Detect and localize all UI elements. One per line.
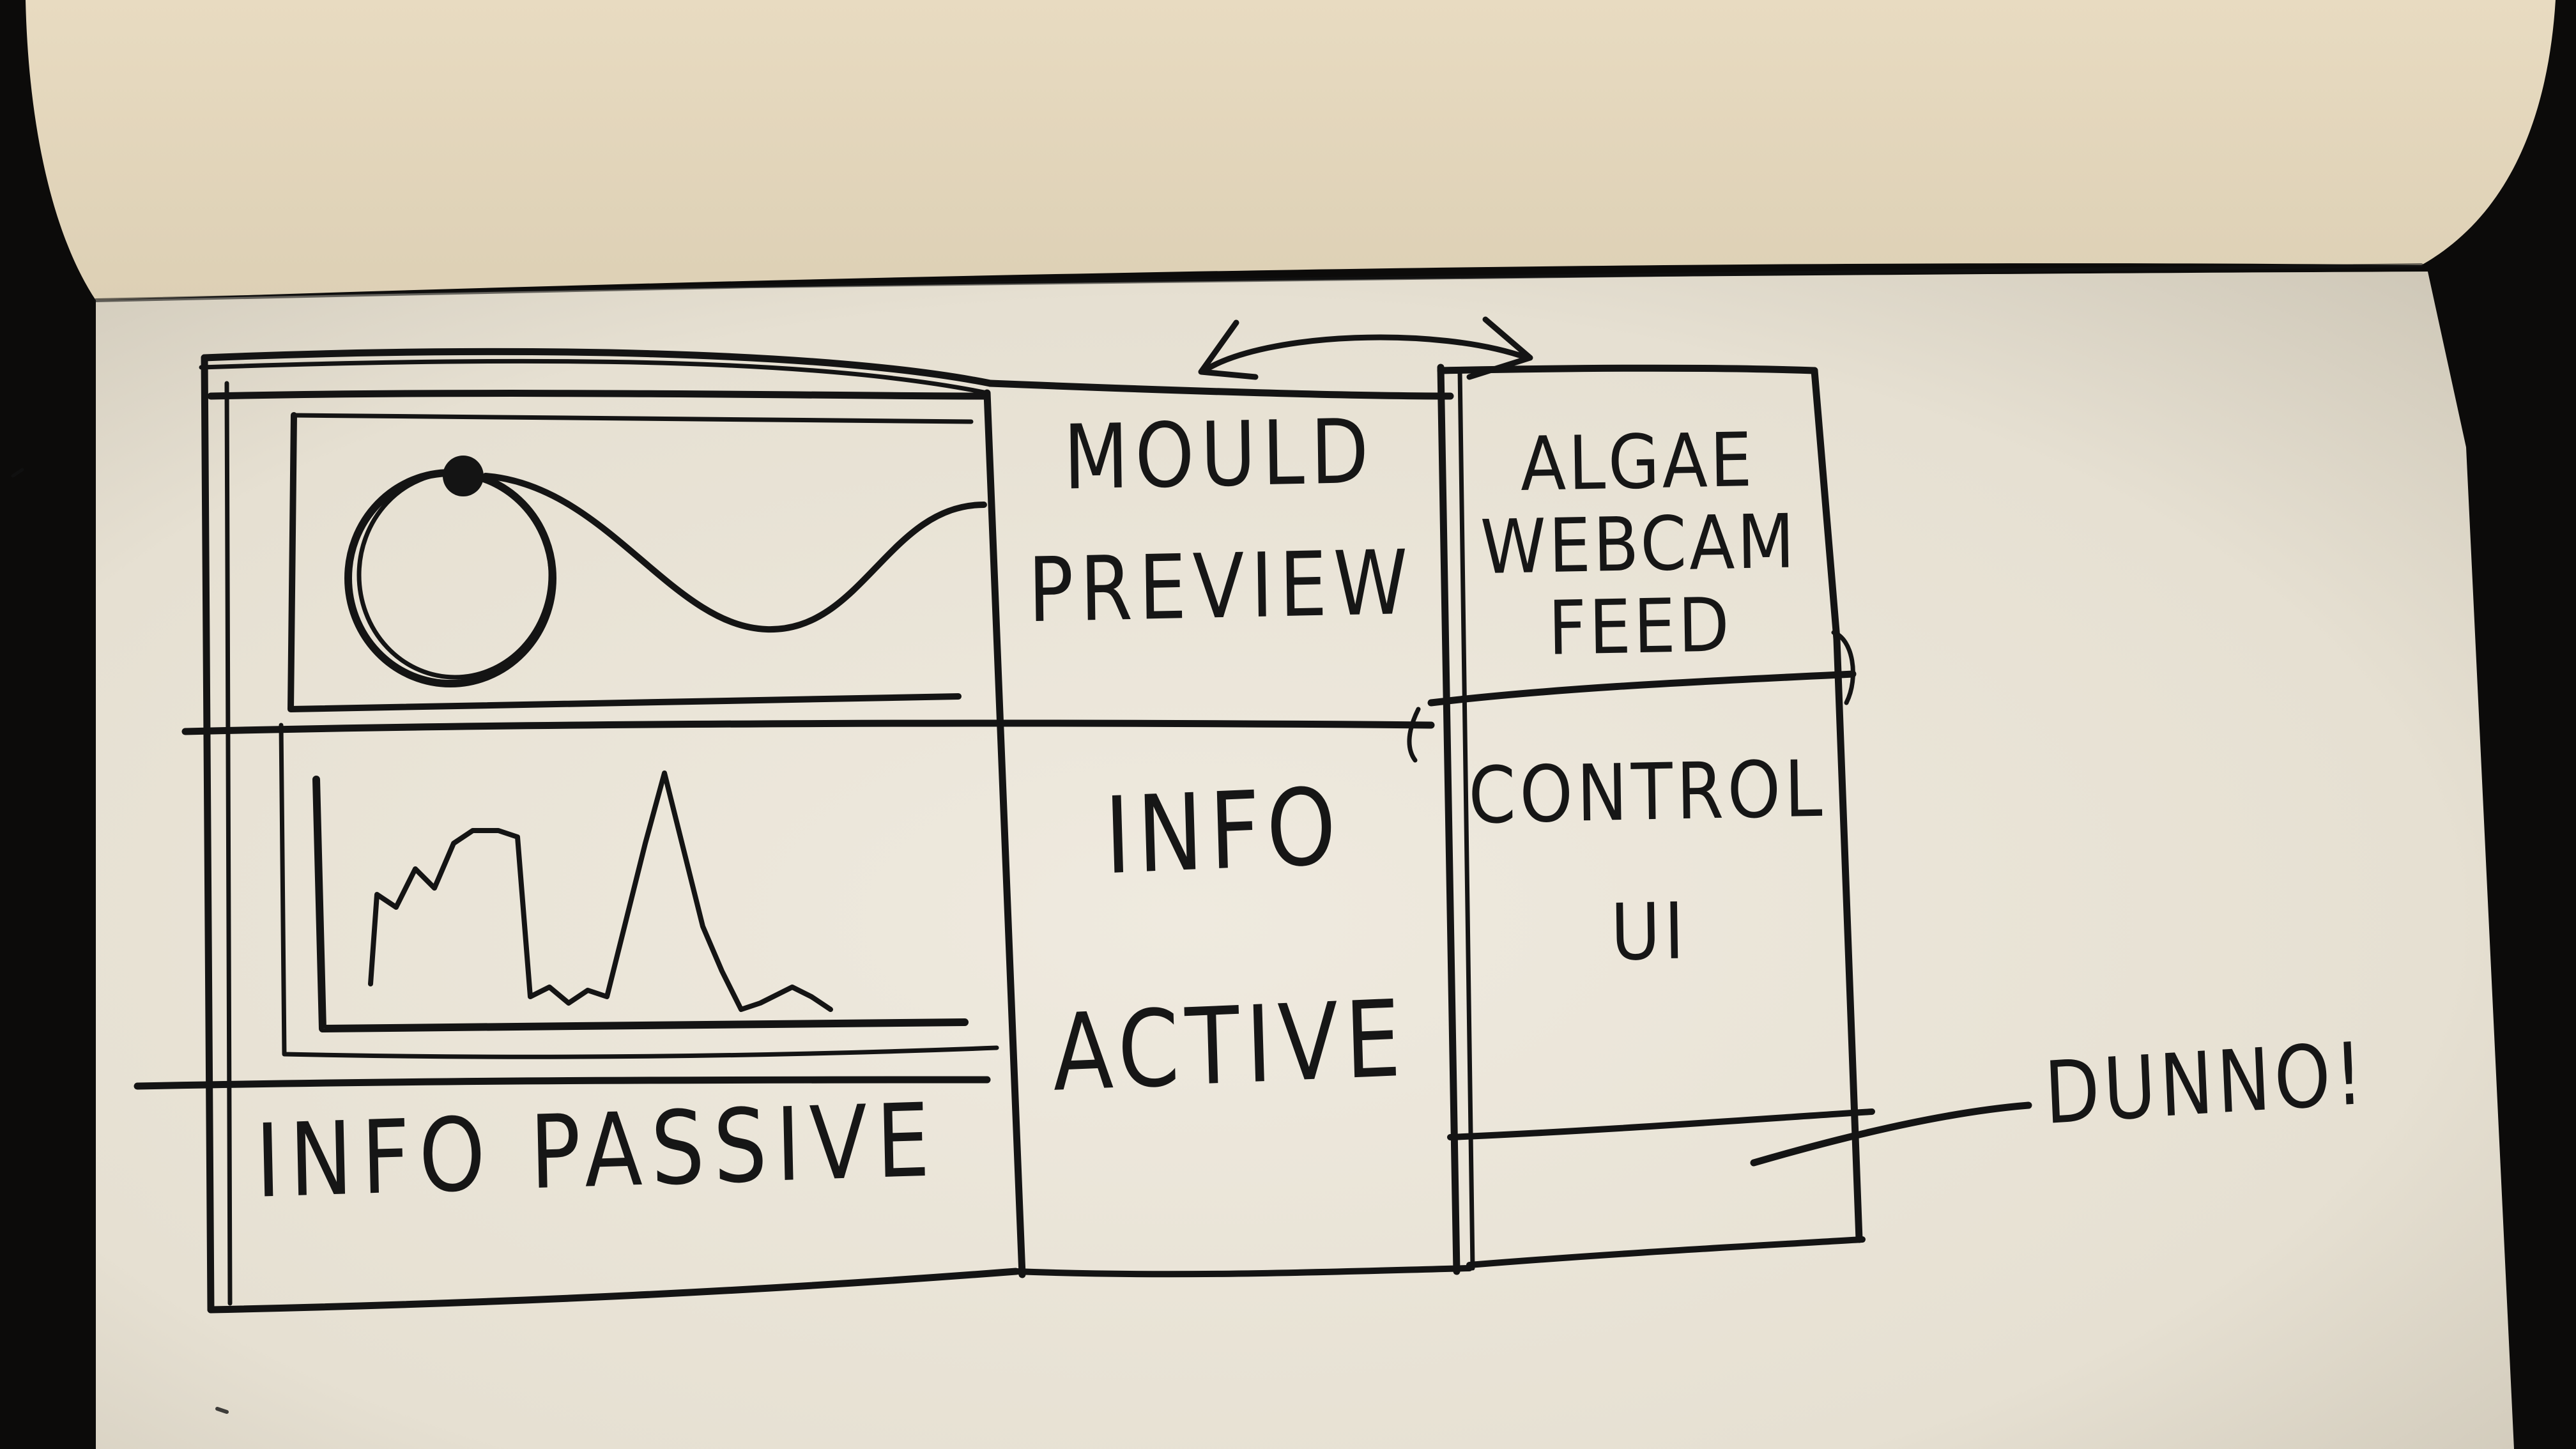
control-ui-label: CONTROL UI — [1468, 743, 1827, 978]
dunno-pointer-line — [1750, 1101, 2032, 1167]
row-divider — [181, 719, 1435, 735]
mould-3d-preview — [288, 412, 987, 712]
active-column-frame — [986, 379, 1473, 1278]
ring-knob-icon — [443, 456, 484, 496]
spectrum-graph-sketch — [279, 723, 999, 1059]
mould-preview-label: MOULD PREVIEW — [1027, 399, 1415, 643]
passive-info-divider — [134, 1076, 991, 1090]
algae-webcam-feed-label: ALGAE WEBCAM FEED — [1480, 416, 1798, 672]
notebook-page — [96, 272, 2514, 1449]
right-column-frame — [1407, 364, 1875, 1275]
info-active-label: INFO ACTIVE — [1050, 765, 1409, 1116]
curled-top-page — [26, 0, 2556, 300]
passive-column-frame — [199, 348, 1026, 1314]
info-passive-label: INFO PASSIVE — [254, 1081, 940, 1222]
